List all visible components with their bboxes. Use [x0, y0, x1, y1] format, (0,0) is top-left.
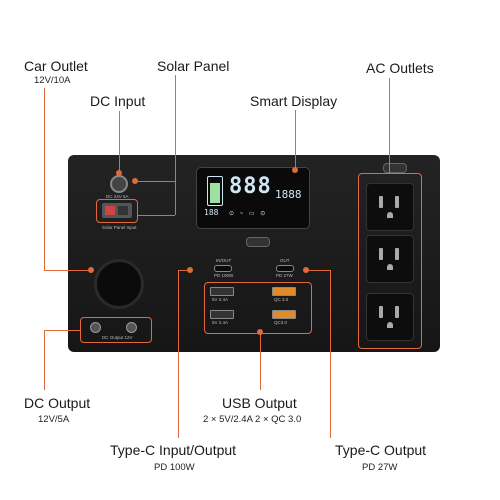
qc-port-1 [272, 287, 296, 296]
battery-icon [207, 176, 223, 206]
usb1-tag: 5V 2.4A [212, 297, 229, 302]
usb-output-label: USB Output [222, 395, 297, 411]
dc-output-outline [80, 317, 152, 343]
leader-car [44, 88, 45, 270]
leader-dc-input [119, 111, 120, 173]
leader-typec-out [330, 270, 331, 438]
dc-input-port [110, 175, 128, 193]
typec-out-spec: PD 27W [362, 462, 398, 473]
right-readout: 1888 [275, 188, 302, 201]
dc-output-label: DC Output [24, 395, 91, 411]
typec-out-label: Type-C Output [335, 442, 427, 458]
smart-display: 188 888 1888 ⊙ ~ ▭ ⊙ [196, 167, 310, 229]
car-outlet-spec: 12V/10A [34, 75, 71, 86]
car-outlet-label: Car Outlet [24, 58, 88, 74]
dc-input-label: DC Input [90, 93, 146, 109]
ac-outlets-outline [358, 173, 422, 349]
ac-outlet-3 [366, 293, 414, 341]
leader-display [295, 110, 296, 170]
solar-input-port [102, 203, 132, 218]
dc-output-port-right [126, 322, 137, 333]
typec-pd100-tag: PD 100W [214, 273, 234, 278]
battery-percent: 188 [204, 208, 219, 217]
dc-output-port-left [90, 322, 101, 333]
typec-out-port [276, 265, 294, 272]
dc-output-spec: 12V/5A [38, 414, 70, 425]
power-button[interactable] [246, 237, 270, 247]
usb-port-1 [210, 287, 234, 296]
ac-button[interactable] [383, 163, 407, 173]
smart-display-label: Smart Display [250, 93, 338, 109]
typec-inout-tag: IN/OUT [216, 258, 232, 263]
leader-dc-output [44, 330, 45, 390]
qc-port-2 [272, 310, 296, 319]
typec-io-port [214, 265, 232, 272]
solar-panel-label: Solar Panel [157, 58, 230, 74]
typec-out-tag: OUT [280, 258, 290, 263]
typec-io-label: Type-C Input/Output [110, 442, 237, 458]
typec-io-spec: PD 100W [154, 462, 195, 473]
typec-pd27-tag: PD 27W [276, 273, 293, 278]
leader-solar [175, 75, 176, 215]
car-outlet-port [94, 259, 144, 309]
ac-outlet-2 [366, 235, 414, 283]
usb-port-2 [210, 310, 234, 319]
main-readout: 888 [229, 174, 272, 199]
solar-input-tag: Solar Panel Input [102, 225, 137, 230]
leader-ac [389, 78, 390, 173]
usb-output-spec: 2 × 5V/2.4A 2 × QC 3.0 [203, 414, 302, 425]
qc1-tag: QC 3.0 [274, 297, 289, 302]
ac-outlet-1 [366, 183, 414, 231]
qc2-tag: QC3.0 [274, 320, 288, 325]
solar-outline [96, 199, 138, 223]
leader-usb [260, 332, 261, 390]
dc-output-12v: DC Output 12V [102, 335, 133, 340]
usb-outline [204, 282, 312, 334]
leader-typec-io [178, 270, 179, 438]
ac-outlets-label: AC Outlets [366, 60, 434, 76]
dc-in-spec: DC 24V 5A [106, 194, 129, 199]
usb2-tag: 5V 2.4A [212, 320, 229, 325]
status-icons: ⊙ ~ ▭ ⊙ [229, 211, 268, 217]
